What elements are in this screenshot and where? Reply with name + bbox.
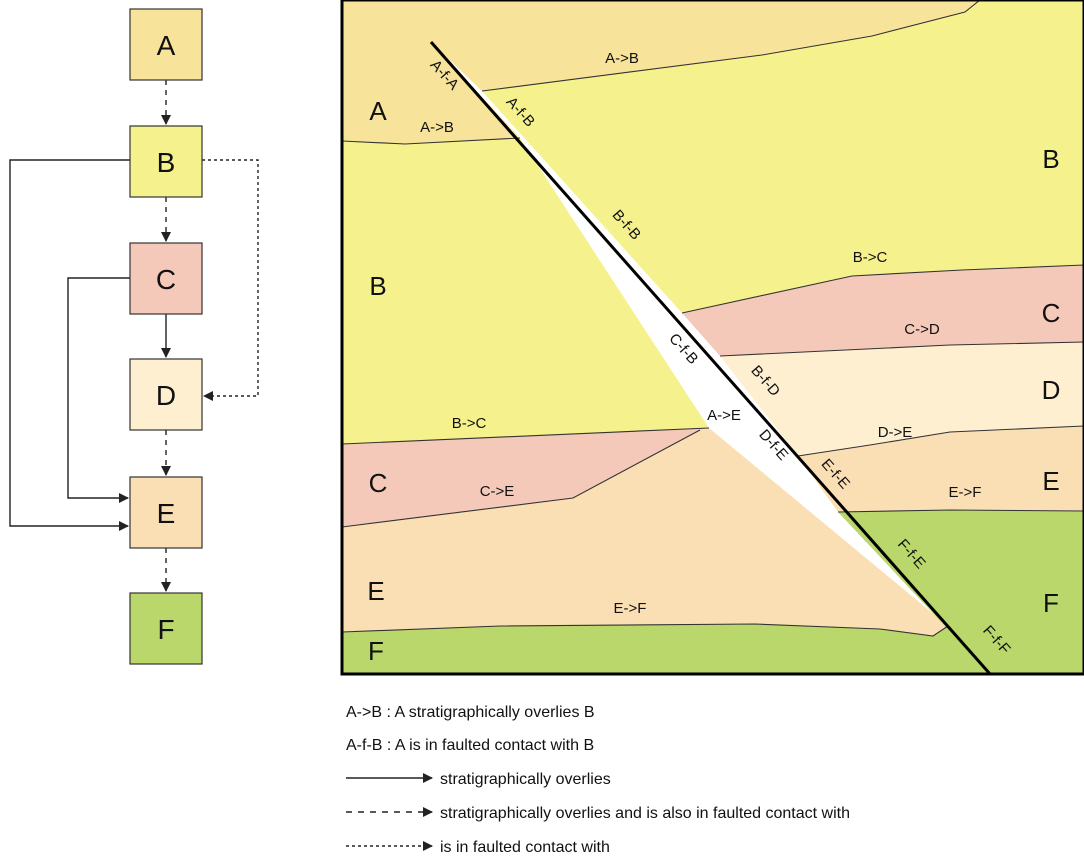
contact-label-right-ef: E->F: [949, 484, 982, 501]
unit-a-left-lower: [342, 0, 520, 144]
unit-f-right: [838, 510, 1084, 674]
contact-label-left-ab: A->B: [420, 119, 454, 136]
unit-e-left: [342, 428, 948, 636]
unit-f-left: [342, 624, 990, 674]
legend-line-4: stratigraphically overlies and is also i…: [440, 805, 850, 822]
unit-label-b-left: B: [369, 271, 386, 301]
legend-line-1: A->B : A stratigraphically overlies B: [346, 704, 595, 721]
contact-lines: [342, 0, 1084, 637]
box-label-e: E: [157, 498, 176, 529]
unit-label-b-right: B: [1042, 144, 1059, 174]
unit-label-f-right: F: [1043, 588, 1059, 618]
legend-line-2: A-f-B : A is in faulted contact with B: [346, 737, 594, 754]
flowchart-box-d: D: [129, 358, 203, 431]
flowchart: A B C D E F: [9, 8, 259, 665]
contact-label-right-de: D->E: [878, 424, 913, 441]
unit-d-right: [720, 342, 1084, 456]
legend-line-5: is in faulted contact with: [440, 839, 610, 856]
flowchart-box-a: A: [129, 8, 203, 81]
unit-b-right: [482, 0, 1084, 313]
flowchart-box-c: C: [129, 242, 203, 315]
unit-c-right: [682, 265, 1084, 356]
flowchart-box-f: F: [129, 592, 203, 665]
arrow-b-d: [202, 159, 259, 401]
box-label-c: C: [156, 264, 176, 295]
legend: A->B : A stratigraphically overlies B A-…: [346, 704, 850, 856]
contact-label-cf-b: C-f-B: [665, 330, 701, 367]
unit-c-left: [342, 428, 709, 527]
box-label-f: F: [157, 614, 174, 645]
unit-e-right: [798, 426, 1084, 512]
unit-a-left: [342, 0, 980, 91]
section-frame: [340, 0, 1084, 676]
cross-section: [342, 0, 1084, 674]
flowchart-box-e: E: [129, 476, 203, 549]
box-label-b: B: [157, 147, 176, 178]
section-unit-labels: A B C E F B C D E F: [367, 96, 1060, 666]
unit-label-e-left: E: [367, 576, 384, 606]
contact-label-left-bc: B->C: [452, 415, 487, 432]
flowchart-arrows: [9, 80, 259, 592]
contact-label-right-bc: B->C: [853, 249, 888, 266]
unit-label-c-right: C: [1042, 298, 1061, 328]
box-label-d: D: [156, 380, 176, 411]
arrow-b-e: [9, 159, 130, 531]
unit-b-left: [342, 138, 709, 444]
unit-label-e-right: E: [1042, 466, 1059, 496]
legend-line-3: stratigraphically overlies: [440, 771, 611, 788]
contact-label-left-ce: C->E: [480, 483, 515, 500]
contact-label-left-ef: E->F: [614, 600, 647, 617]
arrow-c-e: [67, 277, 130, 503]
fault-line: [429, 41, 992, 674]
box-label-a: A: [157, 30, 176, 61]
unit-label-c-left: C: [369, 468, 388, 498]
unit-label-f-left: F: [368, 636, 384, 666]
unit-label-a-left: A: [369, 96, 387, 126]
contact-label-right-cd: C->D: [904, 321, 940, 338]
contact-label-ae: A->E: [707, 407, 741, 424]
unit-label-d-right: D: [1042, 375, 1061, 405]
flowchart-box-b: B: [129, 125, 203, 198]
contact-label-top-ab: A->B: [605, 50, 639, 67]
